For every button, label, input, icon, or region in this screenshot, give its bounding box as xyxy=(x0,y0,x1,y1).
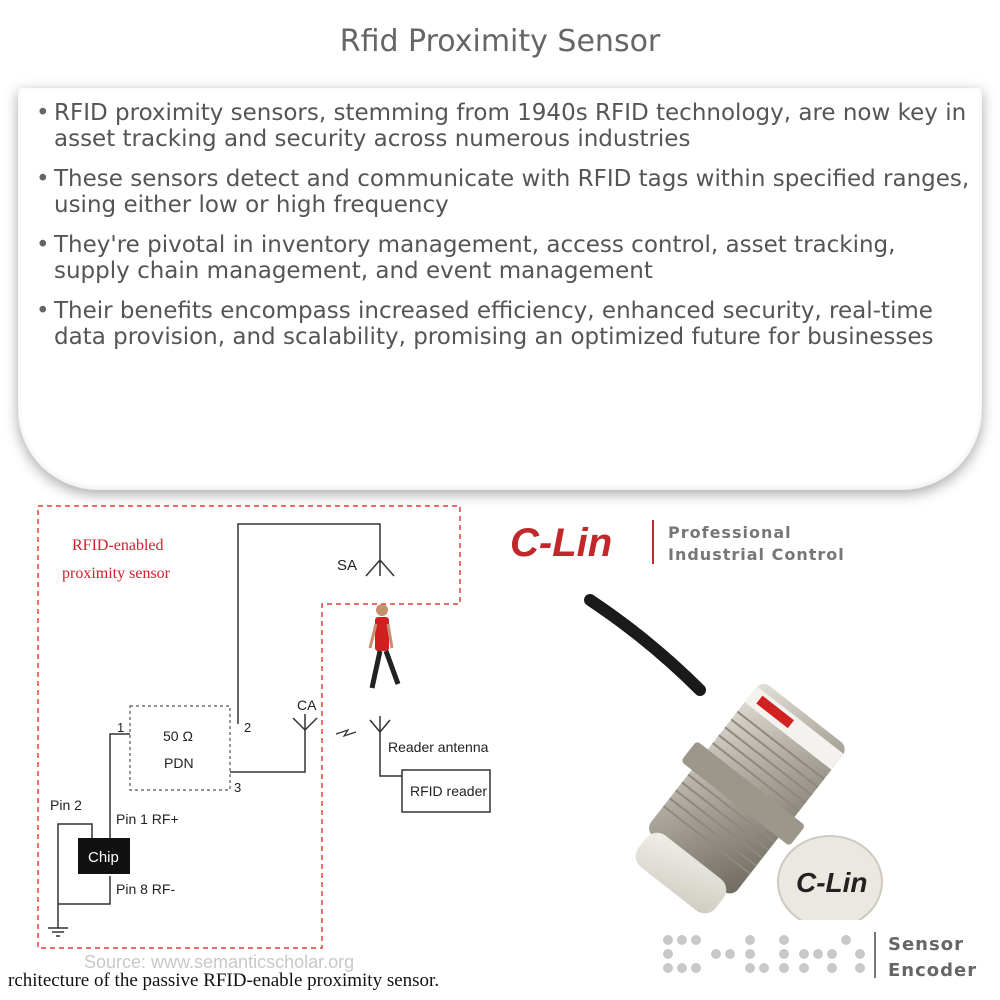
bullet-item: RFID proximity sensors, stemming from 19… xyxy=(36,100,976,152)
footer-brand: Sensor Encoder xyxy=(888,932,977,984)
pdn-label-line1: 50 Ω xyxy=(163,728,193,744)
port-1-label: 1 xyxy=(117,720,124,735)
rfid-sensor-diagram: RFID-enabled proximity sensor SA 50 Ω PD… xyxy=(8,505,491,991)
ca-label: CA xyxy=(297,697,317,713)
bullet-card xyxy=(18,88,982,490)
bullet-item: Their benefits encompass increased effic… xyxy=(36,298,976,350)
chip-box xyxy=(78,838,130,874)
page-title: Rfid Proximity Sensor xyxy=(339,24,661,59)
reader-antenna-icon xyxy=(369,716,402,777)
pin8-label: Pin 8 RF- xyxy=(116,881,175,897)
pin2-label: Pin 2 xyxy=(50,797,82,813)
chip-label: Chip xyxy=(88,849,119,866)
sensor-cap xyxy=(635,832,727,914)
diagram-heading-line2: proximity sensor xyxy=(62,565,171,582)
pdn-label-line2: PDN xyxy=(164,755,194,771)
ca-wire xyxy=(230,730,306,773)
sa-antenna-icon xyxy=(365,558,395,577)
footer-dot-logo xyxy=(663,935,865,973)
pdn-box xyxy=(129,705,231,791)
pin1-wire xyxy=(109,733,130,848)
sensor-cap-face xyxy=(777,835,883,920)
sensor-nut xyxy=(682,742,804,845)
sa-wire xyxy=(237,523,381,724)
brand-tagline-line2: Industrial Control xyxy=(668,545,845,564)
walking-person-icon xyxy=(368,604,401,689)
rfid-reader-label: RFID reader xyxy=(410,783,487,799)
ca-antenna-icon xyxy=(292,714,318,732)
brand-tagline-line1: Professional xyxy=(668,523,792,542)
c-lin-logo-text: C-Lin xyxy=(510,521,612,565)
footer-brand-line2: Encoder xyxy=(888,960,978,981)
brand-divider xyxy=(652,520,654,564)
footer-divider xyxy=(874,932,876,978)
bullet-item: These sensors detect and communicate wit… xyxy=(36,166,976,218)
diagram-heading-line1: RFID-enabled xyxy=(72,537,164,554)
port-3-label: 3 xyxy=(234,780,241,795)
bullet-item: They're pivotal in inventory management,… xyxy=(36,232,976,284)
pin2-wire xyxy=(57,823,93,918)
bullet-list: RFID proximity sensors, stemming from 19… xyxy=(36,100,976,364)
rfid-reader-box xyxy=(401,769,491,813)
ground-icon xyxy=(48,918,68,937)
sensor-cap-logo: C-Lin xyxy=(796,867,868,898)
brand-tagline: Professional Industrial Control xyxy=(668,522,845,566)
pin1-label: Pin 1 RF+ xyxy=(116,811,179,827)
diagram-caption: rchitecture of the passive RFID-enable p… xyxy=(8,970,439,991)
port-2-label: 2 xyxy=(244,720,251,735)
c-lin-logo: C-Lin xyxy=(510,521,612,565)
sa-label: SA xyxy=(337,557,357,574)
sensor-boundary xyxy=(37,505,461,949)
footer-brand-line1: Sensor xyxy=(888,934,964,955)
source-watermark: Source: www.semanticscholar.org xyxy=(84,952,354,972)
wireless-link-icon xyxy=(335,728,357,738)
sensor-cable xyxy=(584,594,706,696)
reader-antenna-label: Reader antenna xyxy=(388,739,489,755)
proximity-sensor-image: C-Lin xyxy=(584,594,883,920)
pin8-wire xyxy=(58,876,111,905)
